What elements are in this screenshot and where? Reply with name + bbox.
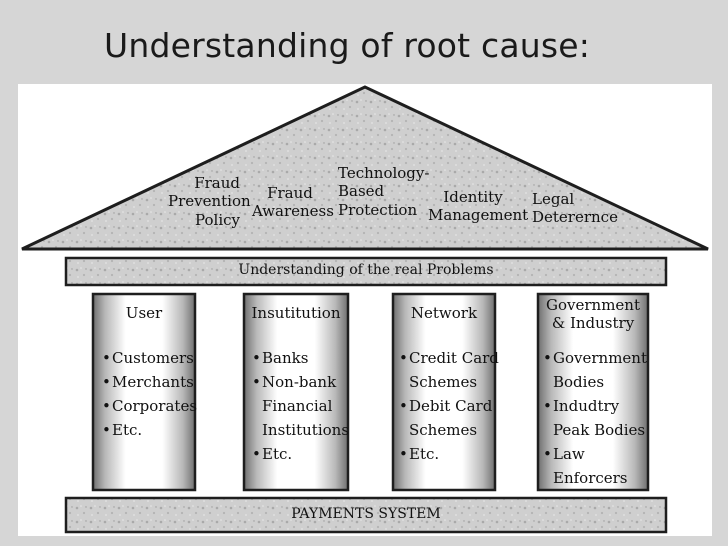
list-item: •Etc. (399, 445, 440, 463)
pillar-network (391, 292, 497, 492)
pillar-user (91, 292, 197, 492)
pillar-list-user: •Customers •Merchants •Corporates •Etc. (102, 346, 197, 442)
base-label: PAYMENTS SYSTEM (291, 506, 441, 522)
payments-system-base (64, 496, 668, 534)
list-item: •Merchants (102, 373, 194, 391)
roof (21, 85, 709, 251)
slide-title: Understanding of root cause: (104, 26, 591, 65)
list-item: •Government (543, 349, 647, 367)
pillar-heading-network: Network (410, 304, 478, 322)
list-item: •Indudtry (543, 397, 620, 415)
list-item: •Non-bank (252, 373, 337, 391)
band-label: Understanding of the real Problems (238, 262, 494, 278)
list-item-continuation: Financial (262, 397, 333, 415)
list-item-continuation: Bodies (553, 373, 605, 391)
roof-label-fraud-prevention: Fraud Prevention Policy (168, 174, 251, 229)
list-item: •Credit Card (399, 349, 499, 367)
list-item: •Etc. (102, 421, 143, 439)
pillar-heading-user: User (125, 304, 163, 322)
list-item: •Banks (252, 349, 309, 367)
list-item-continuation: Schemes (409, 373, 478, 391)
list-item-continuation: Peak Bodies (553, 421, 646, 439)
pillar-heading-government: Government & Industry (546, 296, 640, 333)
roof-label-fraud-awareness: Fraud Awareness (252, 184, 334, 221)
pillar-list-insutitution: •Banks •Non-bank Financial Institutions … (252, 346, 349, 466)
roof-label-technology-based: Technology- Based Protection (338, 164, 430, 219)
pillar-insutitution (242, 292, 350, 492)
list-item: •Law (543, 445, 585, 463)
list-item-continuation: Institutions (262, 421, 350, 439)
list-item-continuation: Schemes (409, 421, 478, 439)
pillar-list-network: •Credit Card Schemes •Debit Card Schemes… (399, 346, 499, 466)
list-item: •Corporates (102, 397, 198, 415)
roof-label-legal-deterrence: Legal Deterernce (532, 190, 618, 227)
pillar-government (536, 292, 650, 492)
pillar-heading-insutitution: Insutitution (251, 304, 341, 322)
list-item: •Customers (102, 349, 194, 367)
pillar-list-government: •Government Bodies •Indudtry Peak Bodies… (543, 346, 647, 490)
list-item-continuation: Enforcers (553, 469, 628, 487)
understanding-band (64, 256, 668, 287)
list-item: •Debit Card (399, 397, 493, 415)
house-diagram-art (21, 85, 709, 534)
house-diagram: Fraud Prevention Policy Fraud Awareness … (18, 84, 712, 536)
roof-label-identity-management: Identity Management (428, 188, 529, 225)
list-item: •Etc. (252, 445, 293, 463)
